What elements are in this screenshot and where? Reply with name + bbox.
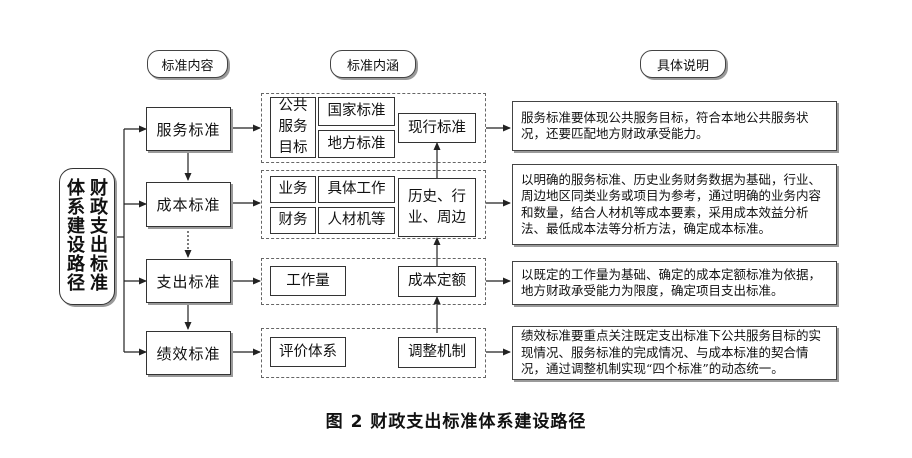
- group-to-description-arrows: [486, 124, 511, 356]
- performance-description-text: 绩效标准要重点关注既定支出标准下公共服务目标的实现情况、服务标准的完成情况、与成…: [521, 328, 822, 377]
- history-industry-surroundings: 历史、行业、周边: [398, 178, 476, 237]
- specific-work-item: 具体工作: [318, 176, 395, 203]
- expenditure-description-text: 以既定的工作量为基础、确定的成本定额标准为依据，地方财政承受能力为限度，确定项目…: [521, 266, 822, 299]
- workload-item: 工作量: [270, 266, 346, 296]
- adjustment-mechanism-item: 调整机制: [398, 337, 476, 368]
- expenditure-standard-description: 以既定的工作量为基础、确定的成本定额标准为依据，地方财政承受能力为限度，确定项目…: [512, 261, 837, 305]
- labor-material-machine-item: 人材机等: [318, 207, 395, 234]
- root-column-2: 财政支出标准: [90, 178, 108, 294]
- header-specific-explanation: 具体说明: [640, 50, 726, 78]
- national-standard: 国家标准: [318, 97, 395, 126]
- public-service-goal: 公共服务目标: [270, 97, 316, 158]
- cost-connotation-group: [261, 170, 486, 239]
- header-standard-connotation: 标准内涵: [330, 50, 416, 78]
- local-standard: 地方标准: [318, 130, 395, 158]
- current-standard: 现行标准: [398, 113, 476, 143]
- performance-standard: 绩效标准: [146, 331, 231, 375]
- service-standard-description: 服务标准要体现公共服务目标，符合本地公共服务状况，还要匹配地方财政承受能力。: [512, 101, 837, 151]
- finance-item: 财务: [270, 207, 316, 234]
- business-item: 业务: [270, 176, 316, 203]
- header-standard-content: 标准内容: [147, 50, 228, 78]
- evaluation-system-item: 评价体系: [270, 337, 346, 367]
- standard-to-group-arrows: [231, 124, 261, 356]
- expenditure-connotation-group: [261, 258, 486, 305]
- cost-description-text: 以明确的服务标准、历史业务财务数据为基础，行业、周边地区同类业务或项目为参考，通…: [521, 171, 822, 237]
- root-system-path: 体系建设路径 财政支出标准: [59, 168, 115, 305]
- figure-caption: 图 2 财政支出标准体系建设路径: [325, 412, 587, 432]
- service-description-text: 服务标准要体现公共服务目标，符合本地公共服务状况，还要匹配地方财政承受能力。: [521, 109, 809, 142]
- service-standard: 服务标准: [146, 107, 231, 151]
- performance-connotation-group: [261, 328, 486, 378]
- service-connotation-group: [261, 93, 486, 163]
- root-column-1: 体系建设路径: [67, 178, 85, 294]
- cost-quota-item: 成本定额: [398, 266, 476, 297]
- root-branch-lines: [115, 125, 147, 356]
- expenditure-standard: 支出标准: [146, 259, 231, 303]
- cost-standard: 成本标准: [146, 182, 231, 227]
- cost-standard-description: 以明确的服务标准、历史业务财务数据为基础，行业、周边地区同类业务或项目为参考，通…: [512, 164, 837, 245]
- performance-standard-description: 绩效标准要重点关注既定支出标准下公共服务目标的实现情况、服务标准的完成情况、与成…: [512, 326, 837, 380]
